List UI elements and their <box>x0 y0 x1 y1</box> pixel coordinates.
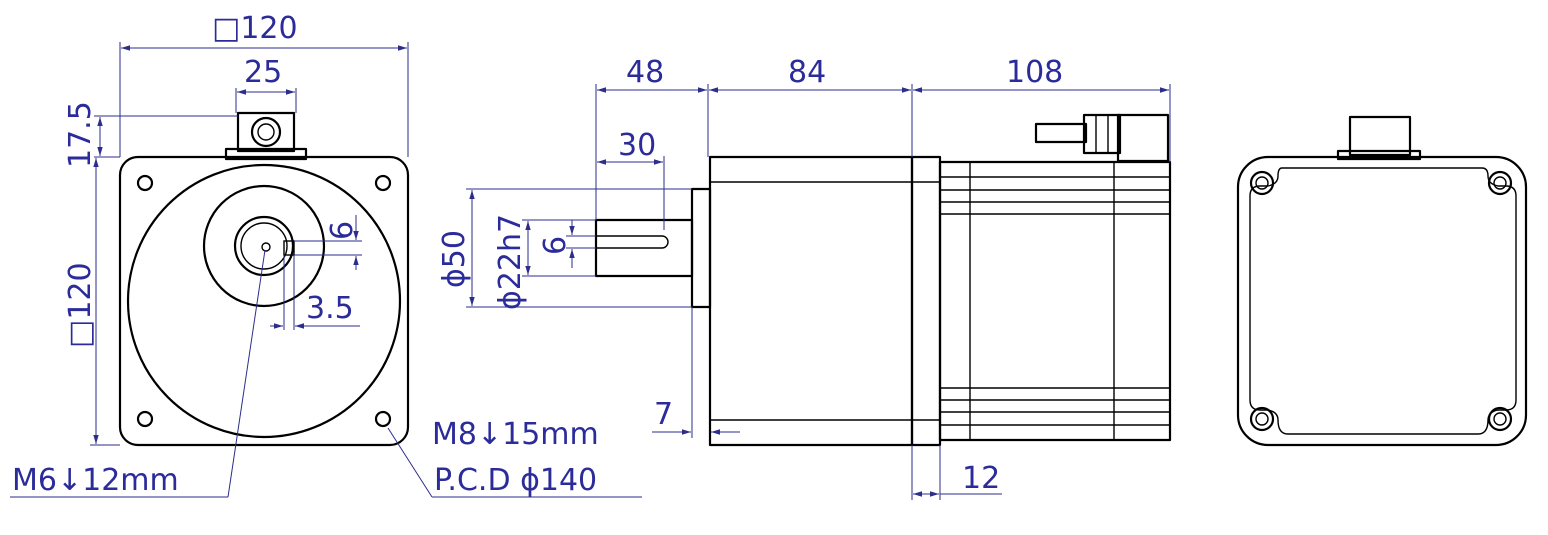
front-large-circle <box>126 163 402 439</box>
front-mount-hole-bl <box>136 410 154 428</box>
front-connector-base <box>224 147 308 161</box>
side-view <box>594 113 1172 447</box>
rear-hole-br <box>1487 406 1513 432</box>
front-flange-square <box>118 155 410 447</box>
dim-flange-length: 48 <box>626 55 664 90</box>
front-shaft-outer <box>233 215 295 277</box>
dim-connector-height: 17.5 <box>63 101 98 168</box>
dim-flange-thickness: 12 <box>962 461 1000 496</box>
dim-rear-length: 108 <box>1006 55 1063 90</box>
rear-inner-outline <box>1249 167 1517 435</box>
side-motor-body <box>938 160 1172 442</box>
front-mount-hole-br <box>374 410 392 428</box>
rear-outer-square <box>1236 155 1528 447</box>
dim-key-width: 6 <box>325 221 360 240</box>
front-connector-body <box>236 111 296 153</box>
front-shaft-inner <box>240 222 288 270</box>
side-pilot <box>690 187 712 309</box>
dim-key-offset: 3.5 <box>306 291 354 326</box>
dim-pcd: P.C.D ϕ140 <box>434 463 597 498</box>
dim-shaft-length: 30 <box>618 128 656 163</box>
side-keyway <box>596 235 669 249</box>
side-dimensions: 48 84 108 30 ϕ50 ϕ22h7 6 7 M8↓15mm <box>387 55 1171 500</box>
rear-hole-tr <box>1487 170 1513 196</box>
front-view <box>118 111 410 447</box>
front-pilot-circle <box>202 184 326 308</box>
dim-mount-hole-thread: M6↓12mm <box>12 463 179 498</box>
side-connector-nut <box>1082 113 1122 155</box>
dim-body-length: 84 <box>788 55 826 90</box>
rear-hole-tl <box>1249 170 1275 196</box>
front-connector-nut-outer <box>250 116 282 148</box>
dim-front-width: □120 <box>212 11 298 46</box>
front-key <box>283 240 295 256</box>
side-connector-body <box>1116 113 1170 163</box>
rear-view <box>1236 115 1528 447</box>
side-connector-stub <box>1034 122 1088 144</box>
dim-front-height: □120 <box>63 262 98 348</box>
dim-pilot-diameter: ϕ50 <box>437 230 472 288</box>
rear-connector-body <box>1348 115 1412 157</box>
dim-keyway-width: 6 <box>538 236 573 255</box>
dim-shaft-diameter: ϕ22h7 <box>493 214 528 310</box>
front-shaft-center-hole <box>261 242 271 252</box>
front-mount-hole-tr <box>374 174 392 192</box>
front-connector-nut-inner <box>257 123 275 141</box>
rear-connector-base <box>1336 149 1422 161</box>
dim-pilot-depth: 7 <box>654 397 673 432</box>
front-mount-hole-tl <box>136 174 154 192</box>
front-dimensions: □120 25 17.5 □120 6 3.5 M6↓12mm <box>10 11 409 498</box>
side-front-flange <box>708 155 914 447</box>
rear-hole-bl <box>1249 406 1275 432</box>
side-flange-plate <box>910 155 942 447</box>
dim-rear-hole-thread: M8↓15mm <box>432 417 599 452</box>
dim-connector-width: 25 <box>244 55 282 90</box>
